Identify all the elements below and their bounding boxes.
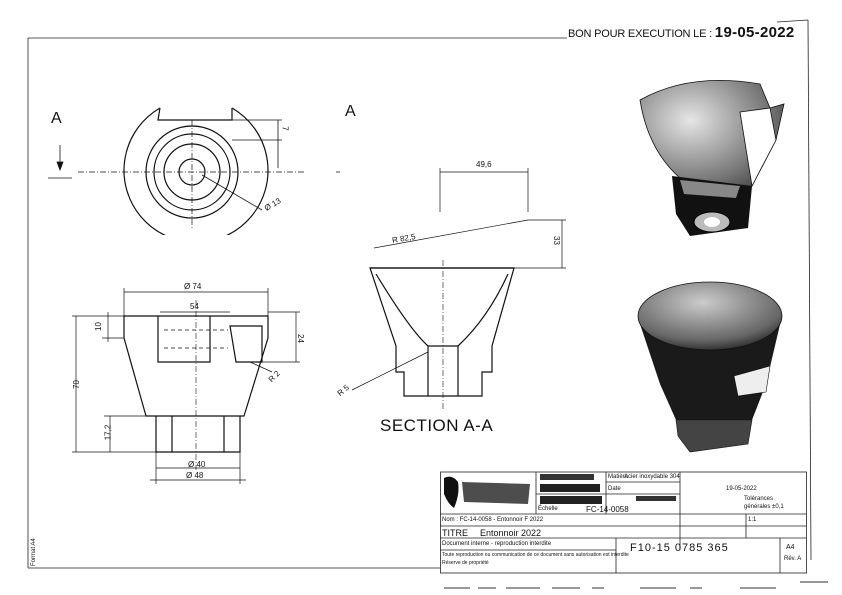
stamp-date: 19-05-2022 <box>714 24 795 41</box>
render-view-top <box>639 80 785 236</box>
render-view-bottom <box>637 281 783 453</box>
section-marker-left: A <box>51 110 62 127</box>
material-value: Acier inoxydable 304 <box>624 474 680 480</box>
dim-d74: Ø 74 <box>184 282 202 291</box>
name-row: Nom : FC-14-0058 - Entonnoir F 2022 <box>442 517 544 523</box>
dim-d40: Ø 40 <box>188 460 206 469</box>
stamp-prefix: BON POUR EXECUTION LE : <box>568 28 712 40</box>
drawing-ref: FC-14-0058 <box>586 505 629 514</box>
format: A4 <box>786 544 795 551</box>
footer-line-1: Document interne - reproduction interdit… <box>442 541 552 547</box>
approval-stamp: BON POUR EXECUTION LE : 19-05-2022 <box>568 24 795 41</box>
title-block: Matière Acier inoxydable 304 Échelle FC-… <box>440 464 808 574</box>
dim-w54: 54 <box>190 302 199 311</box>
scale-value: 1:1 <box>748 517 757 523</box>
dim-h24: 24 <box>295 334 305 343</box>
title-label: TITRE <box>442 528 468 538</box>
date-value: 19-05-2022 <box>726 486 757 492</box>
dim-w496: 49,6 <box>476 160 492 169</box>
dim-d48: Ø 48 <box>186 471 204 480</box>
section-marker-right: A <box>345 103 356 120</box>
top-view <box>48 107 340 235</box>
revision: Rév. A <box>784 556 802 562</box>
title-block-grid <box>440 471 807 574</box>
dim-h70: 70 <box>71 380 81 389</box>
dim-h17: 17,2 <box>103 424 113 441</box>
section-view <box>351 168 566 410</box>
date-label: Date <box>608 486 621 492</box>
tolerance-label: Tolérances <box>744 496 774 502</box>
tolerance-value: générales ±0,1 <box>744 504 784 510</box>
scale-label: Échelle <box>538 506 558 512</box>
dim-h10: 10 <box>93 322 103 331</box>
footer-line-2: Toute reproduction ou communication de c… <box>442 552 629 558</box>
dim-h33: 33 <box>551 236 561 245</box>
material-label: Matière <box>608 474 629 480</box>
front-view <box>72 288 300 484</box>
side-note: Format A4 <box>31 538 37 566</box>
section-label: SECTION A-A <box>380 416 494 435</box>
part-number: F10-15 0785 365 <box>630 542 729 554</box>
approval-note: Réserve de propriété <box>442 560 489 566</box>
title-value: Entonnoir 2022 <box>480 528 542 538</box>
dim-7: 7 <box>280 126 290 131</box>
